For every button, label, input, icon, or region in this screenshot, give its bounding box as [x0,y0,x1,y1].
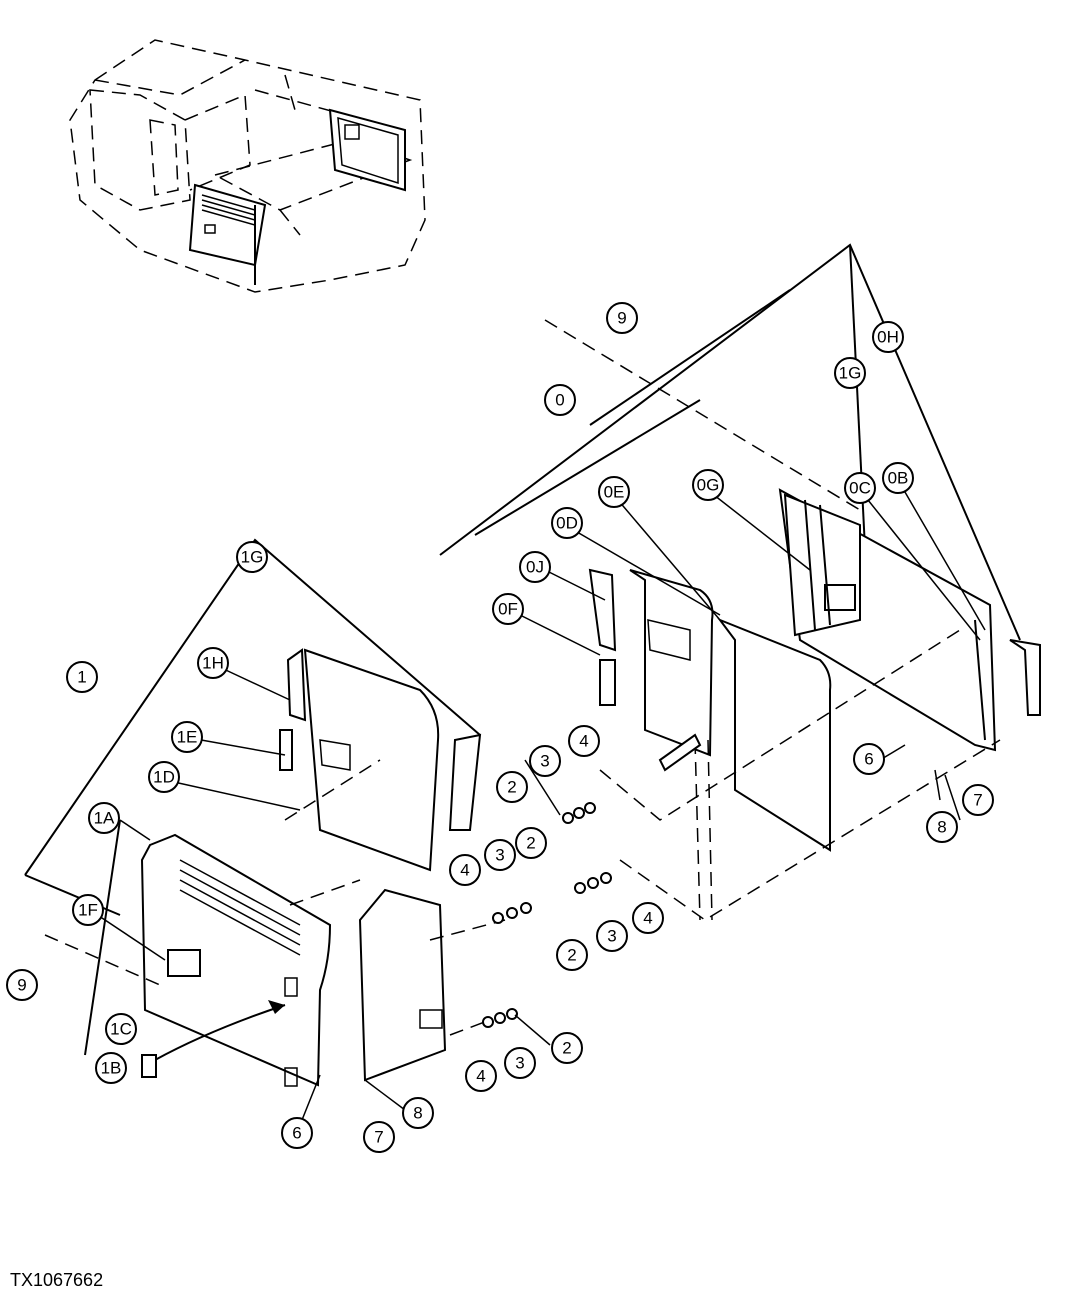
callout-1g: 1G [236,541,268,573]
callout-1: 1 [66,661,98,693]
svg-text:2: 2 [507,778,516,797]
svg-text:0E: 0E [604,483,625,502]
svg-text:0H: 0H [877,328,899,347]
callout-6: 6 [281,1117,313,1149]
callout-9: 9 [606,302,638,334]
svg-text:1F: 1F [78,901,98,920]
callout-0e: 0E [598,476,630,508]
svg-text:4: 4 [643,909,652,928]
callout-1a: 1A [88,802,120,834]
svg-text:2: 2 [526,834,535,853]
callout-0h: 0H [872,321,904,353]
figure-id: TX1067662 [10,1270,104,1290]
callout-0d: 0D [551,507,583,539]
svg-text:1H: 1H [202,654,224,673]
callout-1f: 1F [72,894,104,926]
callout-0c: 0C [844,472,876,504]
leader-lines [89,479,986,1126]
svg-text:4: 4 [476,1067,485,1086]
svg-text:6: 6 [864,750,873,769]
svg-text:4: 4 [579,732,588,751]
svg-text:3: 3 [495,846,504,865]
svg-text:1B: 1B [101,1059,122,1078]
svg-text:1A: 1A [94,809,115,828]
callout-1b: 1B [95,1052,127,1084]
callout-9: 9 [6,969,38,1001]
svg-text:2: 2 [562,1039,571,1058]
callout-1h: 1H [197,647,229,679]
svg-text:0B: 0B [888,469,909,488]
hardware [482,802,612,1028]
svg-text:0C: 0C [849,479,871,498]
callout-2: 2 [551,1032,583,1064]
callout-3: 3 [529,745,561,777]
svg-text:0: 0 [555,391,564,410]
svg-text:2: 2 [567,946,576,965]
callout-2: 2 [496,771,528,803]
callout-0: 0 [544,384,576,416]
callout-0f: 0F [492,593,524,625]
svg-text:7: 7 [973,791,982,810]
svg-text:9: 9 [617,309,626,328]
callout-3: 3 [596,920,628,952]
svg-text:0D: 0D [556,514,578,533]
callout-1e: 1E [171,721,203,753]
callout-7: 7 [363,1121,395,1153]
svg-text:0G: 0G [697,476,720,495]
svg-text:1E: 1E [177,728,198,747]
svg-text:8: 8 [413,1104,422,1123]
callout-3: 3 [504,1047,536,1079]
svg-text:7: 7 [374,1128,383,1147]
locator-view [69,39,426,293]
callout-4: 4 [465,1060,497,1092]
callout-layer: 9 0H 1G 0 0E 0G 0C 0B 0D 0J 0F 1G 1 1H 1E 1D 1A 1F 9 1C 1B 4 3… [6,302,994,1153]
door-assembly-0 [439,243,1041,921]
svg-text:9: 9 [17,976,26,995]
door-assembly-1 [24,538,506,1087]
svg-text:1G: 1G [241,548,264,567]
svg-text:1D: 1D [153,768,175,787]
svg-text:3: 3 [540,752,549,771]
svg-text:4: 4 [460,861,469,880]
callout-7: 7 [962,784,994,816]
svg-text:1C: 1C [110,1020,132,1039]
callout-4: 4 [449,854,481,886]
svg-text:1G: 1G [839,364,862,383]
callout-0b: 0B [882,462,914,494]
callout-2: 2 [556,939,588,971]
callout-4: 4 [568,725,600,757]
callout-1g: 1G [834,357,866,389]
callout-8: 8 [402,1097,434,1129]
svg-text:0F: 0F [498,600,518,619]
callout-2: 2 [515,827,547,859]
callout-0j: 0J [519,551,551,583]
callout-1d: 1D [148,761,180,793]
callout-1c: 1C [105,1013,137,1045]
svg-text:0J: 0J [526,558,544,577]
callout-6: 6 [853,743,885,775]
svg-text:3: 3 [515,1054,524,1073]
callout-4: 4 [632,902,664,934]
callout-8: 8 [926,811,958,843]
svg-text:3: 3 [607,927,616,946]
svg-text:8: 8 [937,818,946,837]
svg-text:6: 6 [292,1124,301,1143]
callout-3: 3 [484,839,516,871]
callout-0g: 0G [692,469,724,501]
svg-text:1: 1 [77,668,86,687]
